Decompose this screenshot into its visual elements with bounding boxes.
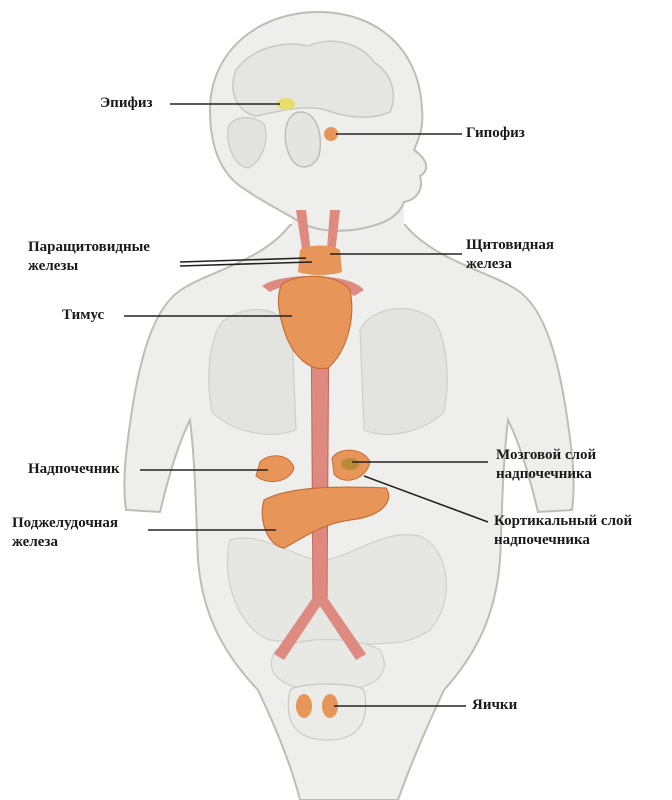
adrenal-medulla	[341, 458, 359, 470]
label-adrenal-cortex-line2: надпочечника	[494, 531, 632, 550]
label-adrenal: Надпочечник	[28, 460, 120, 479]
label-adrenal-text: Надпочечник	[28, 460, 120, 479]
label-adrenal-medulla-line2: надпочечника	[496, 465, 596, 484]
label-adrenal-medulla-line1: Мозговой слой	[496, 446, 596, 465]
label-pancreas-line1: Поджелудочная	[12, 514, 118, 533]
testis-left	[296, 694, 312, 718]
label-pituitary: Гипофиз	[466, 124, 525, 143]
label-pituitary-text: Гипофиз	[466, 124, 525, 143]
label-adrenal-medulla: Мозговой слой надпочечника	[496, 446, 596, 484]
ear	[285, 112, 320, 167]
label-thyroid-line1: Щитовидная	[466, 236, 554, 255]
label-thyroid: Щитовидная железа	[466, 236, 554, 274]
pituitary-gland	[324, 127, 338, 141]
lungs-right	[360, 309, 447, 435]
label-thymus-text: Тимус	[62, 306, 104, 325]
label-pancreas-line2: железа	[12, 533, 118, 552]
label-adrenal-cortex-line1: Кортикальный слой	[494, 512, 632, 531]
label-epiphysis-text: Эпифиз	[100, 94, 153, 113]
thyroid-gland	[298, 246, 342, 276]
label-parathyroid: Паращитовидные железы	[28, 238, 150, 276]
label-thymus: Тимус	[62, 306, 104, 325]
label-testes: Яички	[472, 696, 517, 715]
label-parathyroid-line1: Паращитовидные	[28, 238, 150, 257]
label-testes-text: Яички	[472, 696, 517, 715]
label-thyroid-line2: железа	[466, 255, 554, 274]
label-adrenal-cortex: Кортикальный слой надпочечника	[494, 512, 632, 550]
label-epiphysis: Эпифиз	[100, 94, 153, 113]
label-parathyroid-line2: железы	[28, 257, 150, 276]
label-pancreas: Поджелудочная железа	[12, 514, 118, 552]
